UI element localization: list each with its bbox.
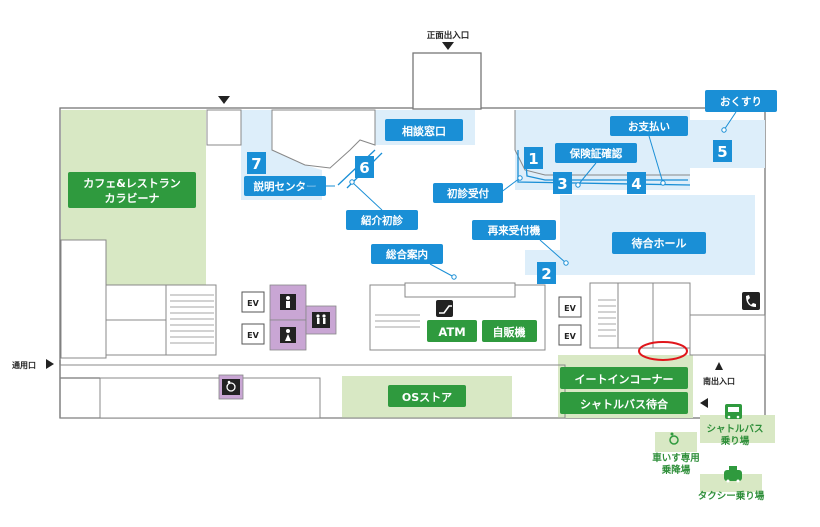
main-entrance-label: 正面出入口: [427, 30, 470, 41]
stairs: [170, 294, 616, 344]
waiting-hall-label-text: 待合ホール: [631, 236, 687, 250]
explain-center-label[interactable]: 説明センター: [244, 176, 326, 196]
counter-badge-2[interactable]: 2: [537, 262, 556, 284]
medicine-label[interactable]: おくすり: [705, 90, 777, 112]
elevator-4-label: EV: [564, 332, 576, 341]
counter-badge-6[interactable]: 6: [355, 156, 374, 178]
entrance-passage[interactable]: 通用口: [12, 359, 54, 370]
top-arrow-icon: [218, 96, 230, 104]
wheelchair-icon: [669, 432, 679, 445]
counter-badge-1[interactable]: 1: [524, 147, 543, 169]
shuttle-wait-label[interactable]: シャトルバス待合: [560, 392, 688, 414]
shuttle-stop[interactable]: シャトルバス 乗り場: [700, 404, 775, 447]
cafe-label-line1: カフェ&レストラン: [83, 177, 181, 190]
phone-icon[interactable]: [742, 292, 760, 310]
elevator-3[interactable]: EV: [558, 296, 582, 318]
insurance-label[interactable]: 保険証確認: [555, 143, 637, 163]
referral-label[interactable]: 紹介初診: [346, 210, 418, 230]
eat-in-label-text: イートインコーナー: [575, 373, 674, 386]
highlight-marker: [638, 341, 688, 361]
vending-label-text: 自販機: [493, 325, 526, 339]
consult-label-text: 相談窓口: [402, 124, 446, 138]
general-info-label-text: 総合案内: [386, 248, 428, 261]
wheelchair-stop-line1: 車いす専用: [652, 452, 700, 464]
elevator-1[interactable]: EV: [241, 291, 265, 313]
revisit-machine-label-text: 再来受付機: [488, 224, 541, 237]
revisit-machine-label[interactable]: 再来受付機: [472, 220, 556, 240]
badge-7-text: 7: [251, 155, 261, 173]
counter-badge-3[interactable]: 3: [553, 172, 572, 194]
badge-2-text: 2: [541, 265, 551, 283]
wheelchair-stop[interactable]: 車いす専用 乗降場: [652, 432, 700, 476]
taxi-icon: [724, 466, 742, 483]
elevator-3-label: EV: [564, 304, 576, 313]
wheelchair-stop-line2: 乗降場: [662, 464, 691, 476]
elevator-2[interactable]: EV: [241, 323, 265, 345]
eat-in-label[interactable]: イートインコーナー: [560, 367, 688, 389]
badge-4-text: 4: [631, 175, 641, 193]
payment-label-text: お支払い: [628, 120, 670, 133]
os-store-label-text: OSストア: [402, 391, 452, 404]
passage-arrow-icon: [46, 359, 54, 369]
counter-badge-5[interactable]: 5: [713, 140, 732, 162]
vending-label[interactable]: 自販機: [482, 320, 537, 342]
entrance-main[interactable]: 正面出入口: [427, 30, 470, 50]
badge-5-text: 5: [717, 143, 727, 161]
accessible-restroom-icon[interactable]: [222, 379, 240, 395]
first-visit-label[interactable]: 初診受付: [433, 183, 503, 203]
elevator-4[interactable]: EV: [558, 324, 582, 346]
south-entrance-label: 南出入口: [703, 376, 735, 386]
leader-lines: [300, 111, 737, 280]
bus-icon: [725, 404, 742, 419]
main-entrance-arrow-icon: [442, 42, 454, 50]
atm-label[interactable]: ATM: [427, 320, 477, 342]
taxi-stop[interactable]: タクシー乗り場: [698, 466, 765, 502]
payment-label[interactable]: お支払い: [610, 116, 688, 136]
counter-badge-7[interactable]: 7: [247, 152, 266, 174]
cafe-label[interactable]: カフェ&レストラン カラビーナ: [68, 172, 196, 208]
first-visit-label-text: 初診受付: [447, 187, 489, 200]
multipurpose-restroom-icon[interactable]: [312, 312, 330, 328]
consult-label[interactable]: 相談窓口: [385, 119, 463, 141]
general-info-label[interactable]: 総合案内: [371, 244, 443, 264]
elevator-2-label: EV: [247, 331, 259, 340]
elevator-1-label: EV: [247, 299, 259, 308]
passage-entrance-label: 通用口: [12, 360, 36, 370]
counter-badge-4[interactable]: 4: [627, 172, 646, 194]
shuttle-stop-line1: シャトルバス: [706, 423, 763, 435]
badge-3-text: 3: [557, 175, 567, 193]
entrance-south[interactable]: 南出入口: [703, 362, 735, 386]
shuttle-wait-label-text: シャトルバス待合: [580, 397, 669, 411]
escalator-icon: [436, 300, 453, 317]
atm-label-text: ATM: [438, 325, 465, 339]
waiting-hall-label[interactable]: 待合ホール: [612, 232, 706, 254]
side-arrow-icon: [700, 398, 708, 408]
insurance-label-text: 保険証確認: [569, 147, 623, 160]
medicine-label-text: おくすり: [720, 96, 762, 108]
os-store-label[interactable]: OSストア: [388, 385, 466, 407]
south-arrow-icon: [715, 362, 723, 370]
cafe-label-line2: カラビーナ: [105, 191, 160, 205]
explain-center-label-text: 説明センター: [254, 180, 317, 193]
badge-1-text: 1: [528, 150, 538, 168]
restroom-men-icon[interactable]: [280, 294, 296, 310]
taxi-stop-label: タクシー乗り場: [698, 490, 765, 502]
badge-6-text: 6: [359, 159, 369, 177]
referral-label-text: 紹介初診: [361, 214, 403, 227]
shuttle-stop-line2: 乗り場: [721, 435, 750, 447]
restroom-women-icon[interactable]: [280, 327, 296, 343]
